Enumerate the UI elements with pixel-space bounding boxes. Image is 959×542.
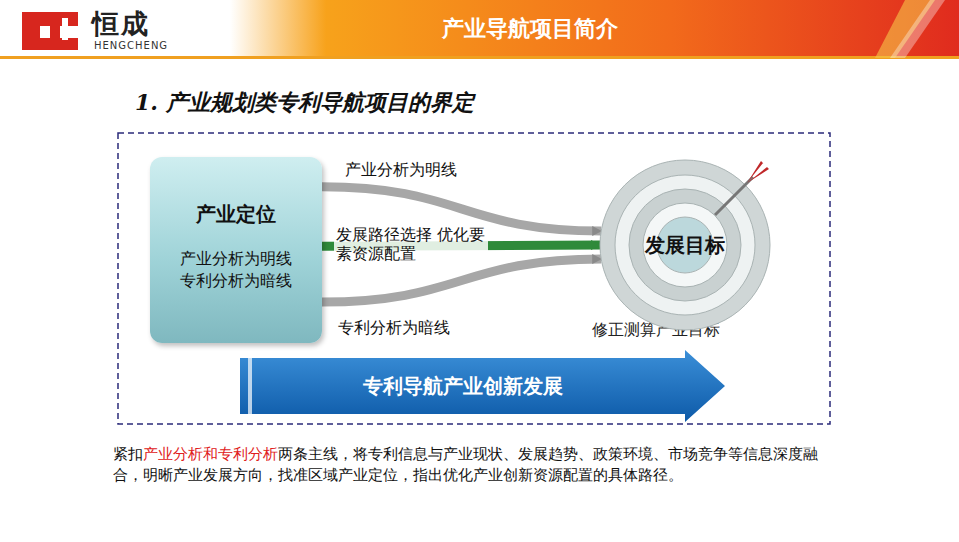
- summary-highlight: 产业分析和专利分析: [143, 445, 278, 463]
- edge-label: 产业分析为明线: [343, 160, 459, 179]
- summary-text: 紧扣: [113, 445, 143, 463]
- section-heading: 1. 产业规划类专利导航项目的界定: [135, 88, 474, 118]
- summary-paragraph: 紧扣产业分析和专利分析两条主线，将专利信息与产业现状、发展趋势、政策环境、市场竞…: [113, 444, 835, 486]
- band-text: 专利导航产业创新发展: [363, 373, 563, 400]
- direction-arrow-band: 专利导航产业创新发展: [240, 350, 725, 422]
- edge-label: 发展路径选择 优化要素资源配置: [334, 225, 488, 263]
- dashed-frame: [118, 133, 830, 424]
- slide-title: 产业导航项目简介: [380, 14, 680, 44]
- header-bar: [0, 0, 959, 58]
- flow-arrow: [322, 259, 601, 302]
- logo-icon: [22, 12, 78, 50]
- logo-subtext: HENGCHENG: [94, 40, 168, 51]
- header-stripe: [890, 0, 945, 58]
- target-text: 发展目标: [645, 232, 725, 259]
- positioning-box: 产业定位产业分析为明线 专利分析为暗线: [150, 157, 322, 343]
- target-circle: 发展目标: [600, 160, 770, 330]
- box-heading: 产业定位: [196, 201, 276, 228]
- header-rule: [0, 56, 959, 59]
- edge-label: 专利分析为暗线: [336, 318, 452, 337]
- logo-text: 恒成: [92, 6, 150, 42]
- box-body: 产业分析为明线 专利分析为暗线: [174, 248, 298, 292]
